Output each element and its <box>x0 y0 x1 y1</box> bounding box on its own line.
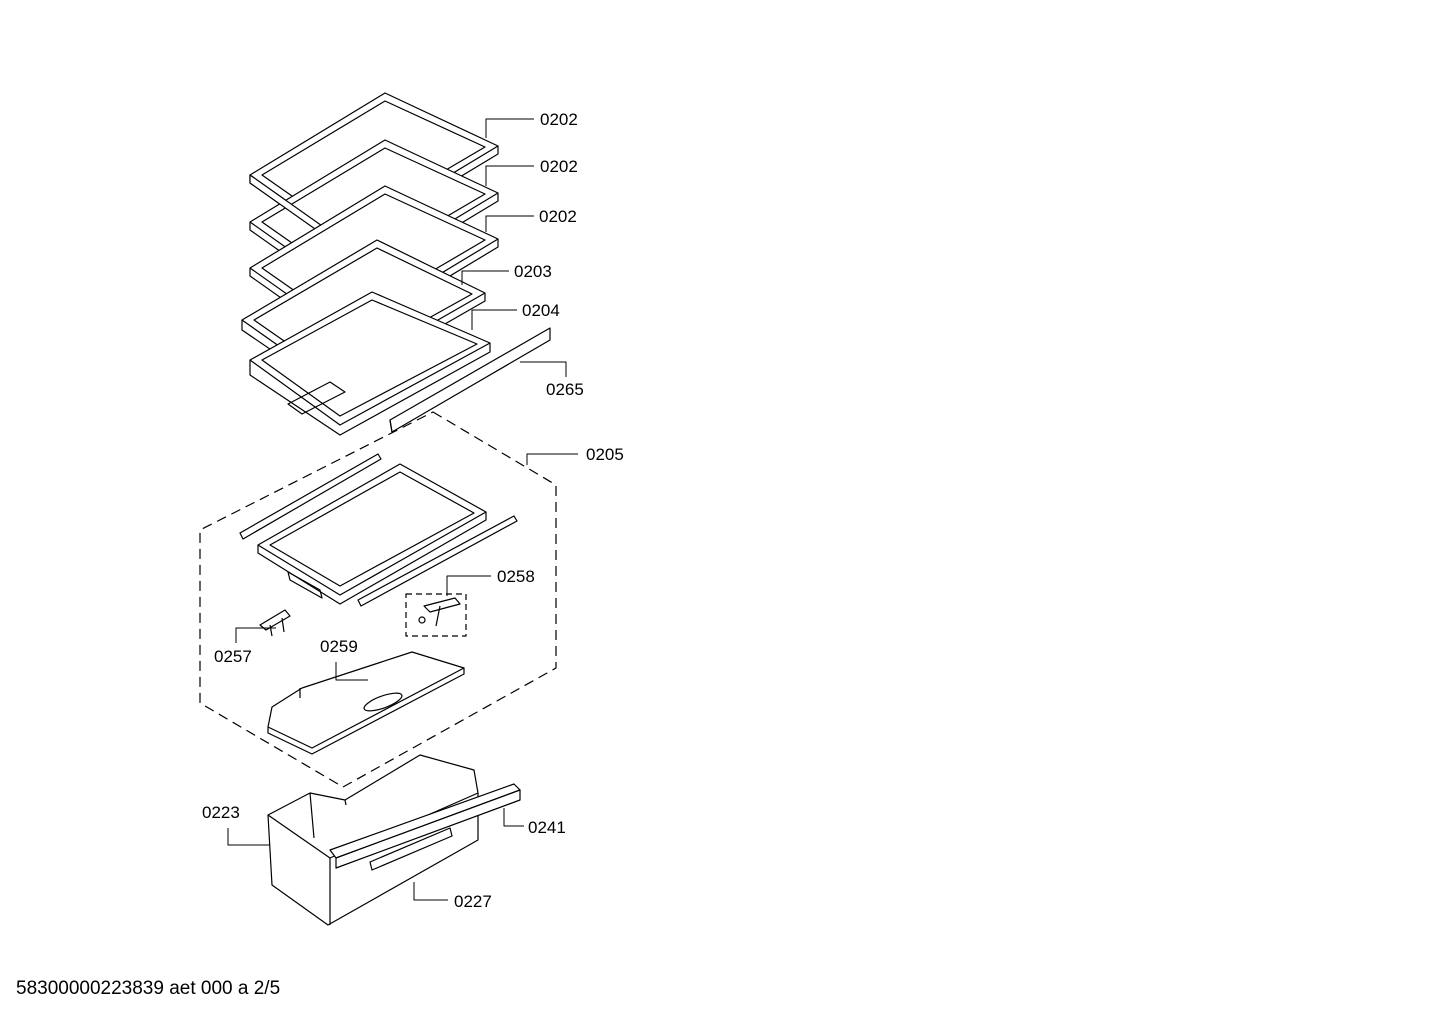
bracket-0257 <box>259 609 291 637</box>
part-label: 0203 <box>514 262 552 281</box>
clip-part-0258 <box>418 597 461 627</box>
document-id-footer: 58300000223839 aet 000 a 2/5 <box>16 978 281 999</box>
part-box-0258 <box>405 593 467 637</box>
part-labels: 0202 0202 0202 0203 0204 0265 0205 0258 … <box>202 110 624 911</box>
handle-bar-0241 <box>329 783 521 869</box>
part-label: 0227 <box>454 892 492 911</box>
part-label: 0259 <box>320 637 358 656</box>
assembly-box-0205 <box>199 411 557 788</box>
part-label: 0204 <box>522 301 560 320</box>
inner-shelf-assembly <box>239 453 518 607</box>
part-label: 0257 <box>214 647 252 666</box>
part-label: 0205 <box>586 445 624 464</box>
part-label: 0241 <box>528 818 566 837</box>
part-label: 0202 <box>540 157 578 176</box>
front-trim-0227 <box>369 827 453 871</box>
part-label: 0265 <box>546 380 584 399</box>
leader-lines <box>227 118 578 901</box>
part-label: 0223 <box>202 803 240 822</box>
part-label: 0202 <box>539 207 577 226</box>
drawer-lid-0259 <box>267 651 465 755</box>
front-strip-0265 <box>389 327 551 433</box>
part-label: 0202 <box>540 110 578 129</box>
shelf-frame-0204 <box>249 291 491 436</box>
part-label: 0258 <box>497 567 535 586</box>
